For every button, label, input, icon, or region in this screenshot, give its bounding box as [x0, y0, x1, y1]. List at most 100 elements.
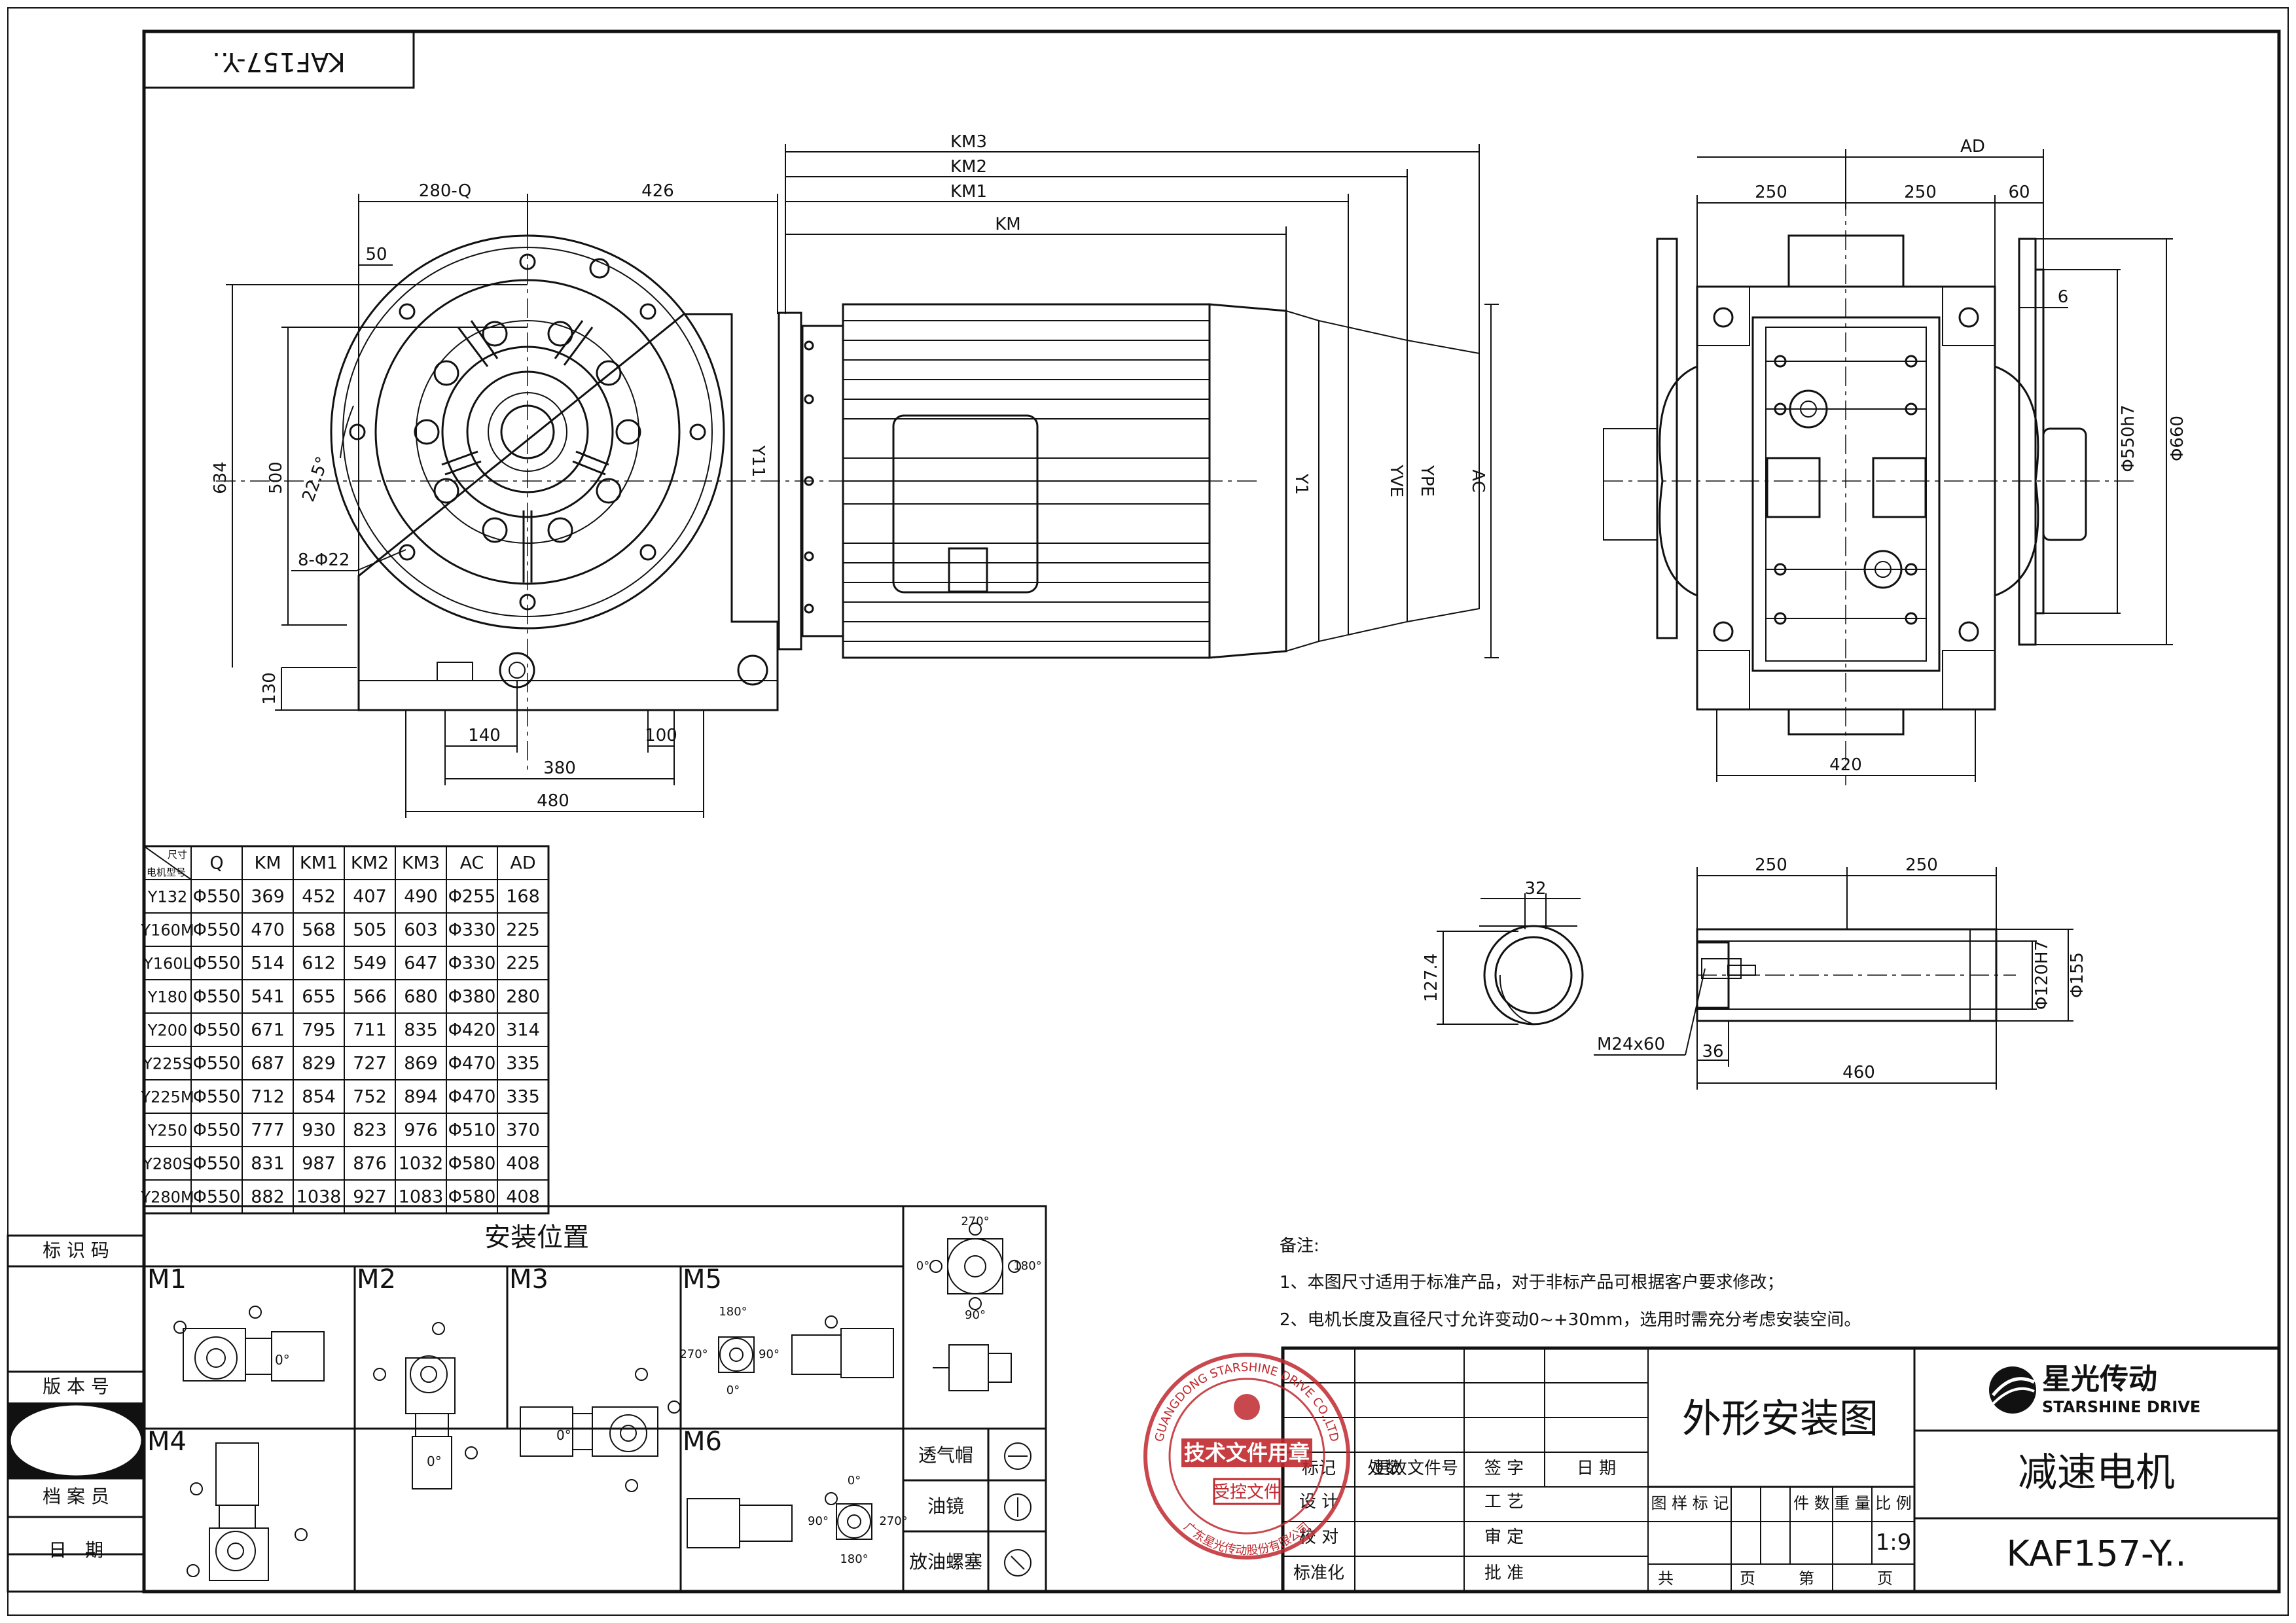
table-cell: Y132	[147, 888, 187, 906]
svg-text:审 定: 审 定	[1484, 1527, 1524, 1547]
table-cell: 727	[353, 1054, 387, 1074]
table-cell: Y160L	[143, 955, 192, 973]
table-cell: 752	[353, 1087, 387, 1107]
table-cell: Φ550	[193, 1154, 241, 1174]
title-block: 标记 处数 更改文件号 签 字 日 期 设 计 校 对 标准化 工 艺 审 定 …	[1281, 1346, 2281, 1594]
drawing-name: 外形安装图	[1682, 1397, 1878, 1442]
svg-text:250: 250	[1755, 855, 1787, 875]
svg-text:Y11: Y11	[748, 445, 768, 478]
table-cell: Y200	[147, 1022, 187, 1040]
svg-text:250: 250	[1904, 183, 1937, 202]
table-cell: 407	[353, 887, 387, 907]
table-cell: Φ550	[193, 920, 241, 940]
svg-text:标准化: 标准化	[1293, 1563, 1344, 1583]
table-cell: 831	[251, 1154, 285, 1174]
svg-text:批 准: 批 准	[1484, 1563, 1524, 1583]
table-header: KM1	[300, 853, 338, 874]
svg-text:Φ120H7: Φ120H7	[2032, 940, 2052, 1010]
svg-text:280-Q: 280-Q	[419, 181, 471, 201]
version-label: 版 本 号	[43, 1376, 109, 1397]
table-header: AC	[460, 853, 484, 874]
table-cell: 280	[506, 987, 540, 1007]
product-name: 减速电机	[2018, 1450, 2175, 1496]
svg-text:0°: 0°	[556, 1427, 571, 1443]
table-cell: Y180	[147, 988, 187, 1007]
controlled-document-stamp: GUANGDONG STARSHINE DRIVE CO.,LTD 广东星光传动…	[1143, 1353, 1350, 1560]
svg-text:480: 480	[537, 791, 569, 811]
id-code-label: 标 识 码	[43, 1240, 109, 1261]
notes: 备注: 1、本图尺寸适用于标准产品，对于非标产品可根据客户要求修改； 2、电机长…	[1280, 1236, 1861, 1330]
table-cell: 987	[302, 1154, 336, 1174]
svg-text:380: 380	[543, 758, 576, 778]
table-cell: 927	[353, 1187, 387, 1207]
table-cell: 894	[404, 1087, 438, 1107]
svg-text:STARSHINE DRIVE: STARSHINE DRIVE	[2042, 1398, 2200, 1416]
legend-sight-glass: 油镜	[927, 1495, 964, 1517]
table-cell: Y280M	[140, 1188, 194, 1207]
date-label: 日 期	[48, 1539, 103, 1561]
m3-sketch	[520, 1368, 681, 1492]
svg-text:工 艺: 工 艺	[1484, 1492, 1524, 1512]
table-cell: Φ550	[193, 954, 241, 974]
table-cell: Y225M	[140, 1088, 194, 1107]
position-m4: M4	[147, 1427, 187, 1457]
position-m5: M5	[683, 1264, 722, 1294]
svg-text:60: 60	[2008, 183, 2030, 202]
svg-text:90°: 90°	[759, 1347, 780, 1361]
note-1: 1、本图尺寸适用于标准产品，对于非标产品可根据客户要求修改；	[1280, 1273, 1784, 1293]
company-logo: 星光传动 STARSHINE DRIVE	[1989, 1363, 2200, 1416]
table-cell: 854	[302, 1087, 336, 1107]
m2-sketch	[373, 1322, 478, 1489]
svg-text:250: 250	[1755, 183, 1787, 202]
table-cell: 168	[506, 887, 540, 907]
svg-text:22.5°: 22.5°	[298, 454, 332, 505]
table-cell: 869	[404, 1054, 438, 1074]
svg-text:AC: AC	[1468, 469, 1488, 492]
table-cell: Φ330	[448, 954, 496, 974]
m5-sketch	[718, 1315, 894, 1378]
svg-text:YVE: YVE	[1386, 464, 1406, 497]
rotated-model-label: KAF157-Y..	[143, 30, 415, 89]
notes-heading: 备注:	[1280, 1236, 1319, 1256]
table-cell: 541	[251, 987, 285, 1007]
svg-text:0°: 0°	[275, 1352, 290, 1368]
table-cell: Φ380	[448, 987, 496, 1007]
table-cell: 647	[404, 954, 438, 974]
table-cell: 1032	[399, 1154, 444, 1174]
table-cell: Φ550	[193, 1087, 241, 1107]
svg-text:重 量: 重 量	[1834, 1494, 1871, 1512]
shaft-section: 32 127.4 250 250	[1422, 855, 2087, 1090]
table-cell: 568	[302, 920, 336, 940]
table-cell: 976	[404, 1120, 438, 1141]
table-cell: Φ550	[193, 1020, 241, 1041]
table-cell: Y160M	[140, 921, 194, 940]
svg-text:图 样 标 记: 图 样 标 记	[1651, 1494, 1729, 1512]
svg-text:受控文件: 受控文件	[1213, 1483, 1281, 1503]
table-cell: 549	[353, 954, 387, 974]
table-cell: Y250	[147, 1122, 187, 1140]
table-cell: 225	[506, 920, 540, 940]
table-header: KM3	[402, 853, 440, 874]
front-view: KM3 KM2 KM1 KM 280-Q 426 50 634 500 22.5…	[211, 132, 1499, 818]
table-cell: 835	[404, 1020, 438, 1041]
svg-text:180°: 180°	[1013, 1259, 1041, 1273]
svg-text:634: 634	[211, 461, 230, 494]
table-cell: 314	[506, 1020, 540, 1041]
table-cell: 876	[353, 1154, 387, 1174]
svg-text:比 例: 比 例	[1875, 1494, 1912, 1512]
table-corner-size: 尺寸	[168, 849, 187, 861]
svg-text:0°: 0°	[427, 1454, 442, 1469]
svg-text:技术文件用章: 技术文件用章	[1184, 1440, 1310, 1465]
table-cell: 829	[302, 1054, 336, 1074]
svg-text:KAF157-Y..: KAF157-Y..	[212, 46, 346, 77]
m6-sketch	[687, 1492, 872, 1548]
svg-text:100: 100	[645, 726, 677, 745]
svg-text:KM1: KM1	[950, 182, 987, 202]
table-cell: 408	[506, 1154, 540, 1174]
mounting-title: 安装位置	[484, 1222, 589, 1253]
svg-text:180°: 180°	[719, 1305, 747, 1319]
svg-text:6: 6	[2058, 287, 2069, 307]
svg-text:270°: 270°	[879, 1514, 907, 1528]
legend-drain-plug: 放油螺塞	[909, 1551, 982, 1573]
